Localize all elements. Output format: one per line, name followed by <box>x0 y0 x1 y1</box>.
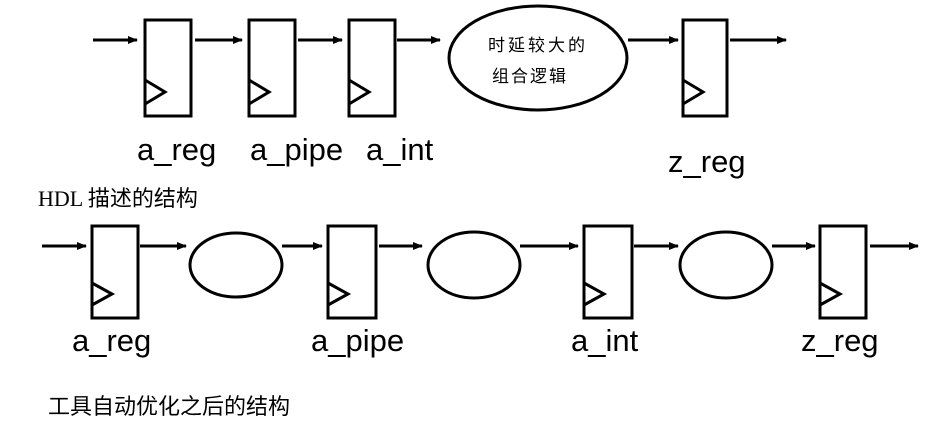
bottom-label-z-reg: z_reg <box>801 323 879 358</box>
top-caption: HDL 描述的结构 <box>38 186 198 211</box>
bottom-register-labels: a_reg a_pipe a_int z_reg <box>72 323 879 358</box>
top-register-a-pipe <box>247 18 297 118</box>
bottom-label-a-int: a_int <box>571 323 639 358</box>
bottom-logic-cloud-1 <box>188 231 284 299</box>
top-logic-cloud-text: 时延较大的 组合逻辑 <box>488 36 588 87</box>
bottom-register-z-reg <box>818 224 868 320</box>
bottom-pipeline <box>42 224 919 320</box>
top-register-z-reg <box>681 18 729 118</box>
top-register-labels: a_reg a_pipe a_int z_reg <box>137 132 746 179</box>
bottom-register-a-reg <box>90 224 140 320</box>
top-register-a-reg <box>143 18 193 118</box>
bottom-label-a-reg: a_reg <box>72 323 151 358</box>
bottom-logic-cloud-2 <box>426 230 522 300</box>
top-register-a-int <box>347 18 397 118</box>
bottom-register-a-pipe <box>326 224 378 320</box>
top-pipeline <box>93 4 787 118</box>
top-label-a-pipe: a_pipe <box>250 132 343 167</box>
bottom-logic-cloud-3 <box>678 230 774 300</box>
bottom-register-a-int <box>582 224 634 320</box>
logic-cloud-line-1: 时延较大的 <box>488 36 588 56</box>
logic-cloud-line-2: 组合逻辑 <box>492 67 568 87</box>
top-logic-cloud <box>447 4 629 112</box>
bottom-label-a-pipe: a_pipe <box>311 323 404 358</box>
top-label-a-int: a_int <box>366 132 434 167</box>
top-label-z-reg: z_reg <box>668 144 746 179</box>
top-label-a-reg: a_reg <box>137 132 216 167</box>
bottom-caption: 工具自动优化之后的结构 <box>48 394 290 419</box>
